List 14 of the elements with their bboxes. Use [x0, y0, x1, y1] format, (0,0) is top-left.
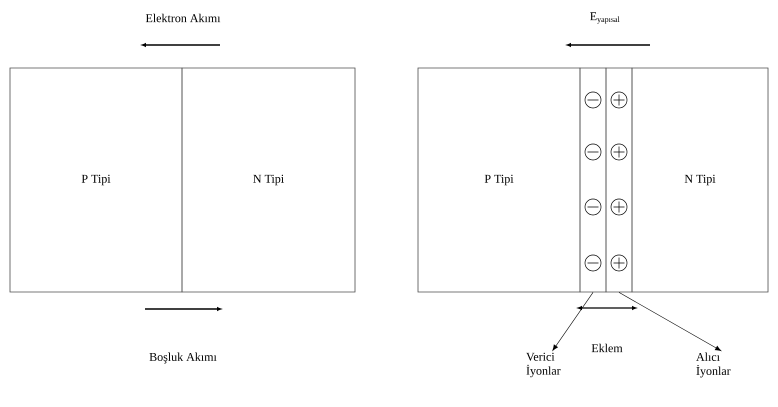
- leader-text: Verici İyonlar: [526, 352, 561, 378]
- semiconductor-region: N Tipi: [632, 68, 768, 292]
- ion-column: [606, 68, 632, 292]
- leader-text: Alıcı İyonlar: [696, 352, 731, 378]
- ion-column: [580, 68, 606, 292]
- current-label: Boşluk Akımı: [150, 352, 217, 364]
- junction-label: Eklem: [592, 344, 622, 352]
- semiconductor-region: P Tipi: [418, 68, 580, 292]
- field-label: E$_{yapısal}$: [590, 12, 620, 24]
- semiconductor-region: P Tipi: [10, 68, 182, 292]
- semiconductor-region: N Tipi: [182, 68, 356, 292]
- current-label: Elektron Akımı: [146, 14, 220, 22]
- leader-line: [618, 292, 722, 352]
- leader-line: [552, 292, 594, 351]
